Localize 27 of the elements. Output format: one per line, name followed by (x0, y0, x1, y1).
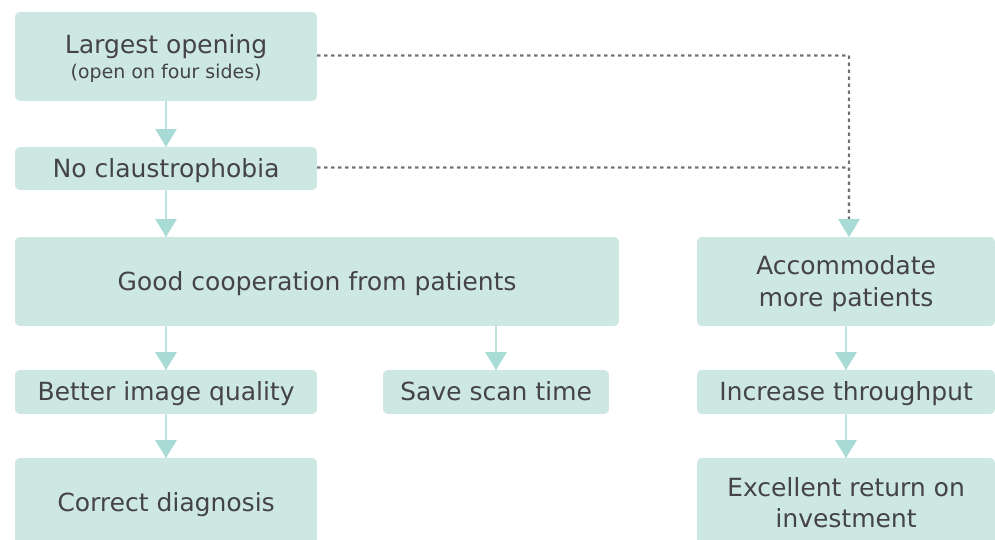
box-label: Save scan time (399, 376, 593, 408)
box-label: Accommodate more patients (755, 250, 937, 313)
process-box (15, 458, 317, 540)
arrow (835, 414, 857, 458)
process-box (15, 12, 317, 101)
dashed-arrow (317, 166, 860, 237)
arrow (155, 190, 177, 237)
arrow (485, 326, 507, 370)
arrow (155, 326, 177, 370)
box-label: Correct diagnosis (56, 487, 276, 519)
process-box (383, 370, 609, 414)
arrow (155, 414, 177, 458)
box-label: Excellent return on investment (726, 472, 966, 534)
box-label: No claustrophobia (52, 152, 280, 184)
process-box (697, 370, 995, 414)
box-label: Largest opening (64, 28, 268, 60)
process-box (697, 237, 995, 326)
process-box (15, 370, 317, 414)
process-box (15, 237, 619, 326)
box-label: Increase throughput (718, 376, 974, 408)
process-box (15, 147, 317, 190)
box-label: Better image quality (36, 376, 296, 408)
arrow (155, 101, 177, 147)
box-subtitle: (open on four sides) (69, 60, 263, 84)
box-label: Good cooperation from patients (116, 266, 518, 298)
process-box (697, 458, 995, 540)
arrow (835, 326, 857, 370)
